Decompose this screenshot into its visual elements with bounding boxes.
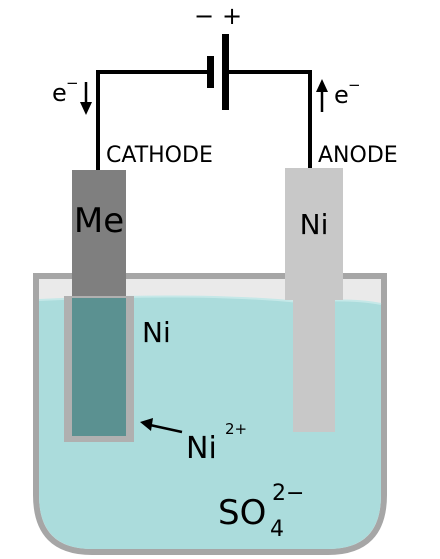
anode-label: ANODE (318, 143, 398, 168)
circuit-wire (96, 70, 312, 170)
electron-flow-left: e − (52, 74, 92, 115)
left-wire (96, 70, 210, 170)
sulfate-formula: SO (218, 493, 266, 533)
sulfate-ion: SO 4 2− (218, 481, 304, 542)
electron-left-charge: − (66, 74, 79, 92)
nickel-ion: Ni 2+ (140, 418, 247, 466)
anode-metal (285, 168, 343, 300)
battery-minus-label: − (194, 2, 214, 30)
cathode-label: CATHODE (106, 143, 213, 168)
ion-charge: 2+ (225, 420, 247, 438)
anode-metal-label: Ni (300, 208, 329, 241)
cathode-metal-label: Me (74, 201, 124, 241)
ion-arrow-head-icon (140, 418, 153, 431)
sulfate-subscript: 4 (270, 517, 284, 542)
ion-arrow-icon (149, 423, 183, 434)
electron-left-label: e (52, 79, 67, 107)
cathode-electrode: Me Ni (64, 170, 171, 442)
battery-icon: − + (194, 2, 242, 110)
anode-electrode: Ni (285, 168, 343, 432)
sulfate-charge: 2− (272, 481, 304, 506)
cathode-metal (72, 170, 126, 298)
arrow-up-head-icon (316, 79, 328, 92)
arrow-down-head-icon (80, 102, 92, 115)
battery-plus-label: + (222, 2, 242, 30)
electron-right-label: e (334, 81, 349, 109)
battery-short-plate (207, 56, 214, 88)
ion-symbol: Ni (186, 431, 217, 466)
battery-long-plate (222, 34, 229, 110)
cathode-submerged (72, 298, 126, 436)
cathode-coating-label: Ni (142, 316, 171, 349)
anode-submerged (293, 300, 335, 432)
right-wire (228, 70, 312, 170)
electron-right-charge: − (348, 76, 361, 94)
electron-flow-right: e − (316, 76, 361, 112)
